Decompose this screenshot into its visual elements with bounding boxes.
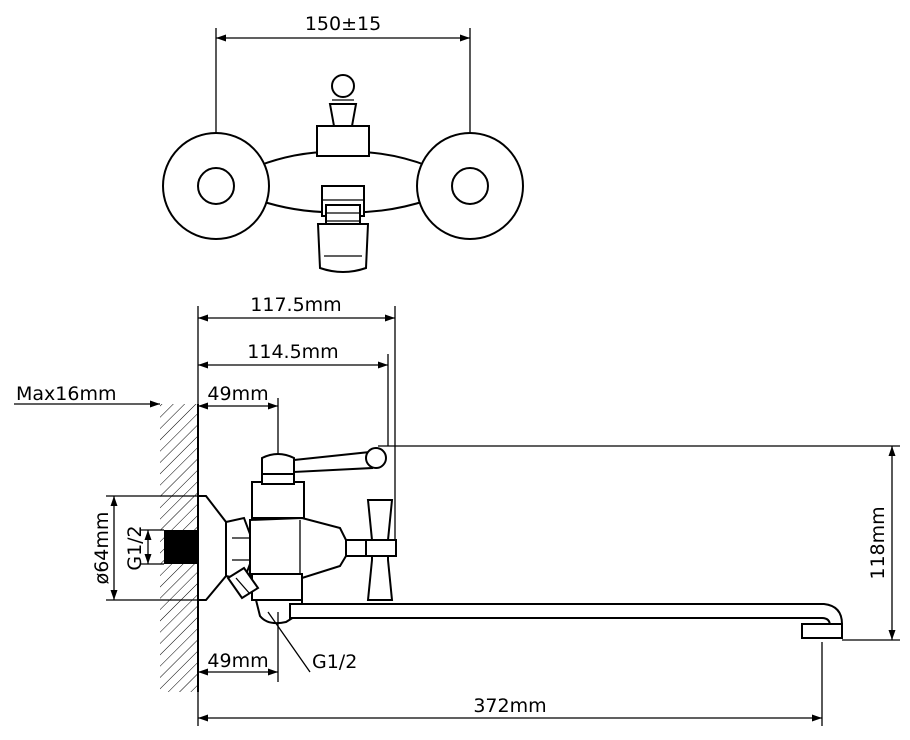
height-label: 118mm <box>867 506 889 579</box>
left-eccentric-inner <box>197 167 235 205</box>
spacing-label: 150±15 <box>305 13 381 35</box>
mixer-body <box>249 516 347 579</box>
depth-outer-label: 117.5mm <box>250 294 341 316</box>
diverter-cap <box>261 453 295 475</box>
top-view: 150±15 <box>162 13 524 273</box>
inlet-thread <box>164 530 198 564</box>
diverter-cartridge <box>251 481 305 519</box>
spout-length-label: 372mm <box>473 695 546 717</box>
spout-aerator <box>801 623 843 639</box>
wall-thickness-label: Max16mm <box>16 383 116 405</box>
offset-top-label: 49mm <box>207 383 268 405</box>
diverter-ball <box>365 447 387 469</box>
handle-neck <box>345 539 369 557</box>
top-diverter-base <box>316 125 370 157</box>
depth-inner-label: 114.5mm <box>247 341 338 363</box>
diverter-lever <box>293 450 374 474</box>
thread-left-label: G1/2 <box>124 525 146 570</box>
spout <box>289 603 843 633</box>
body-lower-block <box>251 573 303 601</box>
offset-bottom-label: 49mm <box>207 650 268 672</box>
right-eccentric-inner <box>451 167 489 205</box>
thread-outlet-leader <box>267 611 311 673</box>
shower-outlet <box>226 566 260 600</box>
side-view: Max16mm 117.5mm 114.5mm 49mm ø64mm G1/2 <box>14 294 900 726</box>
top-diverter-stem <box>328 103 358 127</box>
flange-diameter-label: ø64mm <box>91 512 113 585</box>
wall-flange <box>197 495 227 601</box>
thread-outlet-label: G1/2 <box>312 651 357 673</box>
top-diverter-knob <box>331 74 355 98</box>
top-spout-end <box>316 223 370 273</box>
